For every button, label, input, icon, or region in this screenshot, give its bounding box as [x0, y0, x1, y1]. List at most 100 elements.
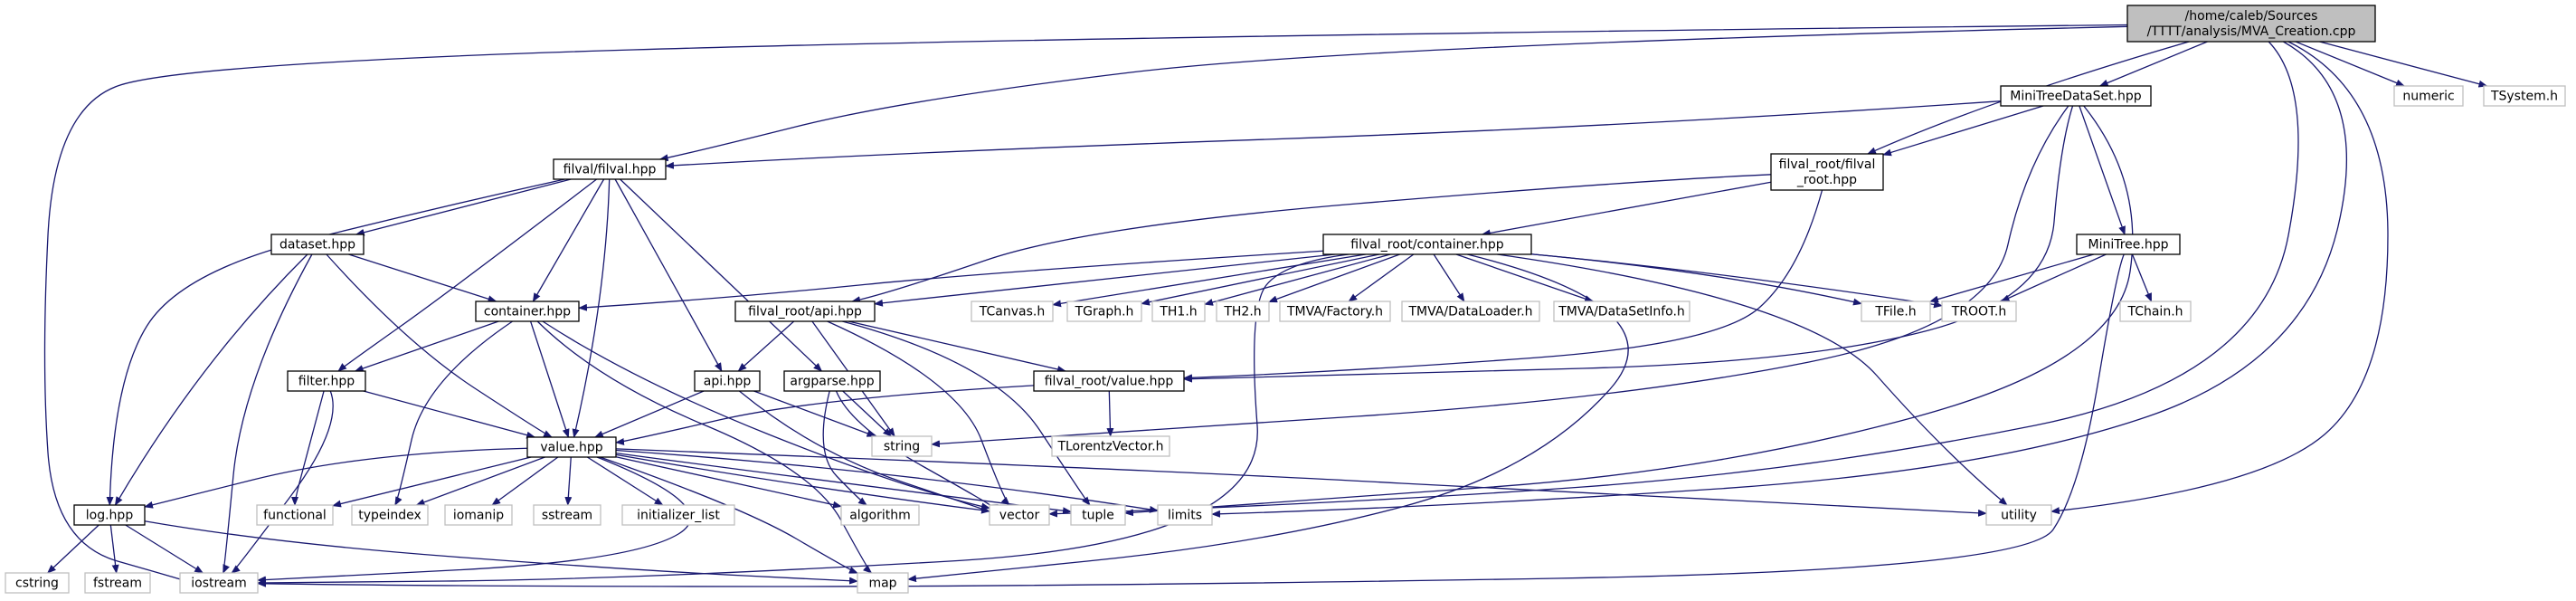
node-numeric: numeric [2393, 85, 2464, 107]
node-label: /TTTT/analysis/MVA_Creation.cpp [2147, 24, 2356, 39]
node-label: value.hpp [540, 441, 602, 455]
edge-container-to-filter [354, 320, 499, 372]
node-label: MiniTreeDataSet.hpp [2010, 90, 2142, 104]
node-fr-value[interactable]: filval_root/value.hpp [1033, 370, 1185, 392]
node-argparse[interactable]: argparse.hpp [783, 370, 881, 392]
dependency-edges [43, 24, 2488, 587]
node-filval[interactable]: filval/filval.hpp [553, 158, 667, 180]
edge-fr_container-to-tmva_datasetinfo [1455, 253, 1594, 302]
edge-value-to-typeindex [415, 456, 545, 506]
edge-filval_root-to-fr_container [1481, 181, 1772, 237]
edge-root-to-vector [1048, 41, 2299, 518]
edge-fr_api-to-api [737, 320, 795, 372]
edge-dataset-to-log [114, 253, 308, 506]
node-minitree[interactable]: MiniTree.hpp [2076, 234, 2181, 255]
node-box [2000, 85, 2152, 107]
node-minitreedataset[interactable]: MiniTreeDataSet.hpp [2000, 85, 2152, 107]
edge-minitree-to-tchain [2131, 253, 2153, 302]
edge-root-to-filval [658, 25, 2128, 162]
edge-value-to-log [144, 447, 528, 509]
node-box [270, 234, 365, 255]
node-value[interactable]: value.hpp [526, 436, 617, 458]
node-tlorentz: TLorentzVector.h [1051, 435, 1170, 457]
node-tmva-datasetinfo: TMVA/DataSetInfo.h [1553, 300, 1690, 322]
node-dataset[interactable]: dataset.hpp [270, 234, 365, 255]
node-label: algorithm [849, 509, 911, 523]
node-limits: limits [1157, 504, 1213, 526]
edge-value-to-tuple [615, 452, 1072, 515]
node-box [2483, 85, 2566, 107]
edge-dataset-to-value [326, 253, 553, 438]
edge-api-to-string [753, 390, 876, 437]
node-label: sstream [542, 509, 592, 523]
node-box [475, 300, 580, 322]
node-initializer-list: initializer_list [621, 504, 735, 526]
node-log[interactable]: log.hpp [73, 504, 146, 526]
node-tcanvas: TCanvas.h [971, 300, 1054, 322]
node-filter[interactable]: filter.hpp [287, 370, 366, 392]
edge-fr_container-to-tmva_dataloader [1433, 253, 1465, 302]
node-box [351, 504, 429, 526]
node-fstream: fstream [84, 572, 151, 594]
node-typeindex: typeindex [351, 504, 429, 526]
edge-minitreedataset-to-string [931, 105, 2069, 448]
edge-fr_container-to-tgraph [1141, 253, 1380, 306]
node-box [734, 300, 876, 322]
node-label: tuple [1082, 509, 1114, 523]
node-box [533, 504, 601, 526]
edge-fr_container-to-tfile [1530, 253, 1862, 306]
node-box [1157, 504, 1213, 526]
node-label: vector [999, 509, 1040, 523]
node-api[interactable]: api.hpp [694, 370, 761, 392]
node-label: filval_root/filval [1779, 157, 1876, 172]
edge-filter-to-value [363, 390, 536, 439]
edge-root-to-iostream [43, 24, 2128, 584]
node-label: initializer_list [637, 509, 720, 523]
edge-fr_container-to-troot [1530, 253, 1943, 309]
edge-minitreedataset-to-filval [665, 100, 2002, 169]
node-label: _root.hpp [1796, 173, 1857, 187]
edge-filval-to-filter [337, 178, 598, 372]
node-box [1033, 370, 1185, 392]
edge-minitree-to-iostream [257, 253, 2125, 587]
edge-container-to-typeindex [394, 320, 514, 506]
node-box [1941, 300, 2017, 322]
node-box [84, 572, 151, 594]
node-box [1401, 300, 1540, 322]
edge-fr_container-to-utility [1497, 253, 2008, 506]
node-container[interactable]: container.hpp [475, 300, 580, 322]
node-box [444, 504, 513, 526]
node-fr-container[interactable]: filval_root/container.hpp [1322, 234, 1532, 255]
edge-container-to-map [536, 320, 873, 574]
edge-root-to-utility [2050, 41, 2389, 515]
node-box [1322, 234, 1532, 255]
node-box [256, 504, 334, 526]
edge-root-to-tsystem [2319, 41, 2488, 88]
node-box [1861, 300, 1931, 322]
node-label: dataset.hpp [279, 238, 355, 253]
edge-filval-to-argparse [620, 178, 823, 372]
node-filval-root[interactable]: filval_root/filval_root.hpp [1770, 153, 1884, 191]
node-label: filval/filval.hpp [564, 163, 657, 177]
edge-fr_container-to-fr_api [874, 253, 1335, 307]
node-label: fstream [93, 577, 142, 591]
edge-filter-to-iostream [231, 390, 334, 574]
edge-container-to-vector [542, 320, 990, 510]
node-label: TCanvas.h [979, 305, 1045, 320]
node-iomanip: iomanip [444, 504, 513, 526]
edge-filter-to-functional [291, 390, 325, 506]
node-label: string [884, 440, 920, 454]
node-label: log.hpp [86, 509, 134, 523]
node-box [621, 504, 735, 526]
node-functional: functional [256, 504, 334, 526]
node-utility: utility [1985, 504, 2052, 526]
edge-fr_api-to-fr_value [848, 320, 1066, 373]
node-label: MiniTree.hpp [2088, 238, 2169, 253]
edge-container-to-value [529, 320, 570, 438]
edge-value-to-vector [615, 453, 990, 514]
edge-value-to-functional [332, 456, 532, 508]
node-root[interactable]: /home/caleb/Sources/TTTT/analysis/MVA_Cr… [2126, 5, 2376, 43]
node-fr-api[interactable]: filval_root/api.hpp [734, 300, 876, 322]
edge-dataset-to-container [348, 253, 497, 303]
